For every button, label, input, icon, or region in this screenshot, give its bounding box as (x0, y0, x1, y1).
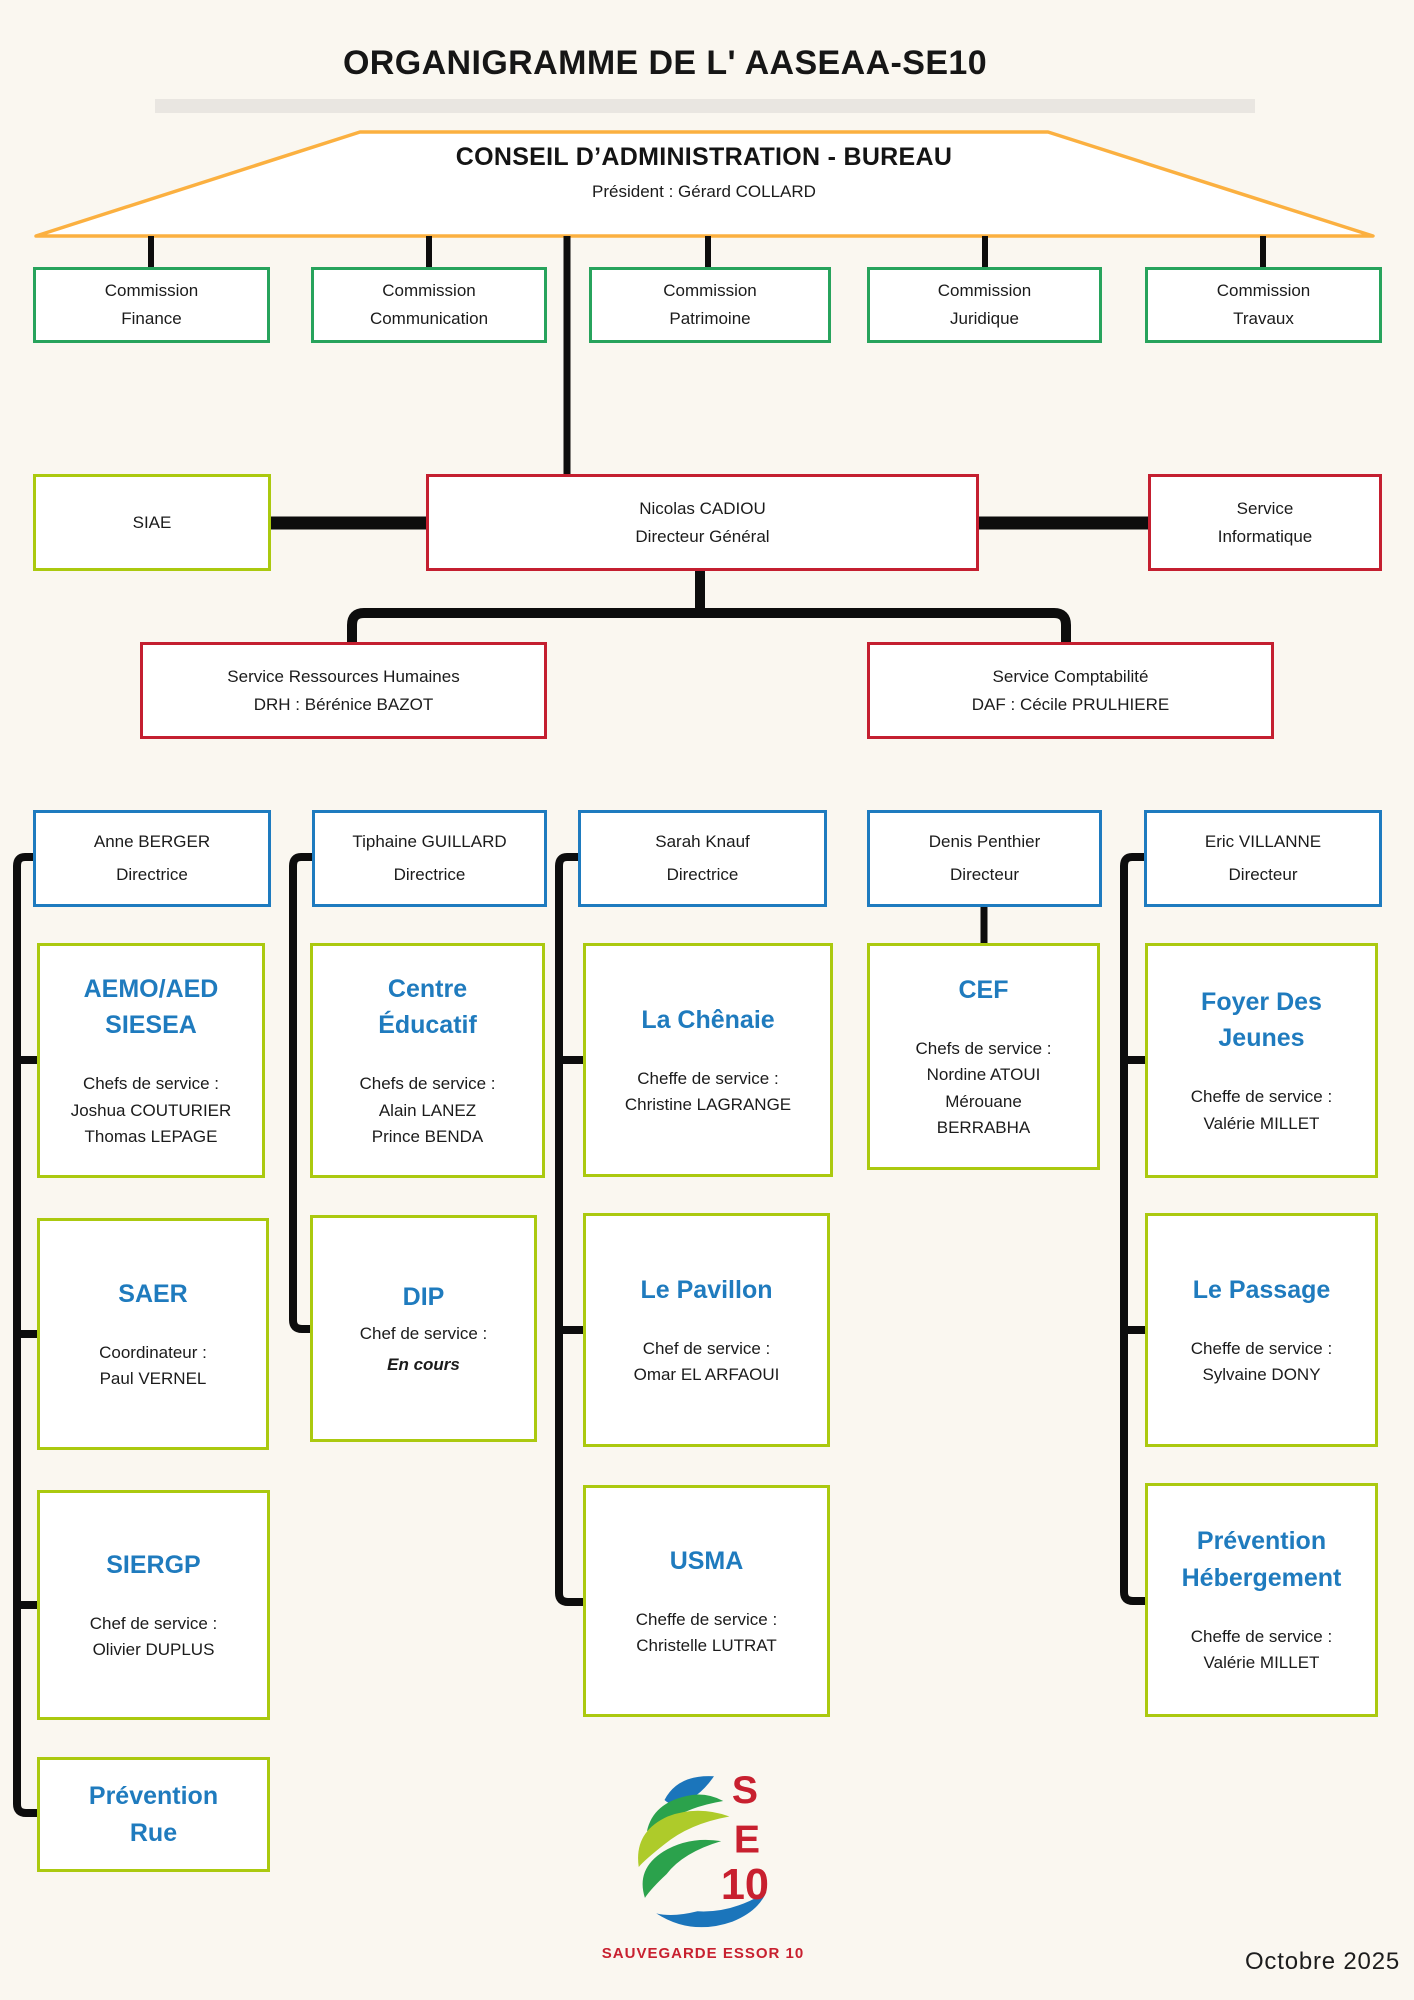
service-body: Chefs de service : Joshua COUTURIER Thom… (70, 1074, 232, 1146)
commission-patrimoine-box: Commission Patrimoine (589, 267, 831, 343)
director-name: Denis Penthier (928, 832, 1041, 852)
director-role: Directrice (116, 864, 188, 884)
director-denis-penthier-box: Denis Penthier Directeur (867, 810, 1102, 907)
service-body: Chef de service : Omar EL ARFAOUI (633, 1338, 780, 1385)
service-centre-educatif-box: Centre Éducatif Chefs de service : Alain… (310, 943, 545, 1178)
service-body: Chefs de service : Alain LANEZ Prince BE… (359, 1074, 496, 1146)
commission-travaux-label: Commission Travaux (1216, 281, 1311, 328)
commission-juridique-label: Commission Juridique (937, 281, 1032, 328)
service-title: DIP (402, 1283, 445, 1312)
service-informatique-label: Service Informatique (1217, 498, 1313, 546)
service-title: La Chênaie (641, 1005, 775, 1034)
service-title: SAER (118, 1279, 188, 1308)
service-body: Chef de service : (359, 1324, 488, 1344)
service-title: Le Passage (1192, 1275, 1331, 1304)
director-name: Tiphaine GUILLARD (352, 832, 507, 852)
director-name: Sarah Knauf (655, 832, 750, 852)
director-role: Directrice (393, 864, 466, 884)
service-title: Prévention Hébergement (1181, 1527, 1342, 1592)
director-anne-berger-box: Anne BERGER Directrice (33, 810, 271, 907)
service-body: Coordinateur : Paul VERNEL (99, 1342, 207, 1389)
siae-box: SIAE (33, 474, 271, 571)
commission-patrimoine-label: Commission Patrimoine (663, 281, 757, 328)
commission-stub-lines (148, 236, 1266, 268)
service-title: Le Pavillon (640, 1275, 773, 1304)
service-title: CEF (958, 975, 1009, 1004)
service-body: Cheffe de service : Christelle LUTRAT (635, 1609, 778, 1656)
siae-label: SIAE (132, 512, 172, 532)
commission-communication-box: Commission Communication (311, 267, 547, 343)
logo-letter-s: S (732, 1769, 758, 1812)
logo-caption: SAUVEGARDE ESSOR 10 (601, 1945, 805, 1962)
title-underline-bar (155, 99, 1255, 113)
service-title: USMA (669, 1546, 744, 1575)
board-president: Président : Gérard COLLARD (592, 182, 816, 201)
service-cef-box: CEF Chefs de service : Nordine ATOUI Mér… (867, 943, 1100, 1170)
page-title: ORGANIGRAMME DE L' AASEAA-SE10 (342, 44, 988, 82)
service-la-chenaie-box: La Chênaie Cheffe de service : Christine… (583, 943, 833, 1177)
director-role: Directeur (1228, 864, 1298, 884)
director-eric-villanne-box: Eric VILLANNE Directeur (1144, 810, 1382, 907)
commission-communication-label: Commission Communication (369, 281, 489, 328)
service-body: Cheffe de service : Christine LAGRANGE (624, 1068, 792, 1115)
director-name: Anne BERGER (93, 832, 211, 852)
column3-elbows (559, 1056, 586, 1334)
board-trapezoid (34, 130, 1375, 238)
service-comptabilite-label: Service Comptabilité DAF : Cécile PRULHI… (971, 666, 1170, 714)
commission-travaux-box: Commission Travaux (1145, 267, 1382, 343)
service-dip-box: DIP Chef de service : En cours (310, 1215, 537, 1442)
commission-finance-box: Commission Finance (33, 267, 270, 343)
column1-elbows (17, 1056, 40, 1609)
column3-trunk (555, 853, 585, 1606)
column5-elbows (1124, 1056, 1148, 1334)
service-title: Foyer Des Jeunes (1201, 987, 1322, 1053)
commission-finance-label: Commission Finance (104, 281, 199, 328)
service-body: Cheffe de service : Valérie MILLET (1190, 1087, 1333, 1133)
se10-logo: S E 10 (638, 1769, 769, 1928)
director-role: Directeur (950, 864, 1019, 884)
service-comptabilite-box: Service Comptabilité DAF : Cécile PRULHI… (867, 642, 1274, 739)
service-prevention-rue-box: Prévention Rue (37, 1757, 270, 1872)
board-title: CONSEIL D’ADMINISTRATION - BUREAU (455, 143, 953, 171)
rh-compta-bracket (347, 608, 1071, 645)
service-aemo-aed-siesea-box: AEMO/AED SIESEA Chefs de service : Joshu… (37, 943, 265, 1178)
service-title: AEMO/AED SIESEA (83, 974, 219, 1039)
logo-letter-e: E (734, 1819, 760, 1862)
service-rh-box: Service Ressources Humaines DRH : Béréni… (140, 642, 547, 739)
director-name: Eric VILLANNE (1204, 832, 1322, 852)
director-role: Directrice (666, 864, 739, 884)
service-body: Chefs de service : Nordine ATOUI Mérouan… (915, 1038, 1052, 1137)
director-sarah-knauf-box: Sarah Knauf Directrice (578, 810, 827, 907)
service-body: Cheffe de service : Sylvaine DONY (1190, 1338, 1333, 1385)
directeur-general-label: Nicolas CADIOU Directeur Général (635, 498, 770, 546)
globe-icon (638, 1776, 767, 1928)
service-usma-box: USMA Cheffe de service : Christelle LUTR… (583, 1485, 830, 1717)
service-prevention-hebergement-box: Prévention Hébergement Cheffe de service… (1145, 1483, 1378, 1717)
service-saer-box: SAER Coordinateur : Paul VERNEL (37, 1218, 269, 1450)
service-informatique-box: Service Informatique (1148, 474, 1382, 571)
column2-trunk (289, 853, 314, 1333)
service-siergp-box: SIERGP Chef de service : Olivier DUPLUS (37, 1490, 270, 1720)
footer-date: Octobre 2025 (1244, 1948, 1400, 1975)
logo-number-10: 10 (721, 1861, 769, 1909)
commission-juridique-box: Commission Juridique (867, 267, 1102, 343)
board-text: CONSEIL D’ADMINISTRATION - BUREAU Présid… (204, 143, 1204, 202)
service-title: SIERGP (106, 1550, 201, 1579)
service-foyer-des-jeunes-box: Foyer Des Jeunes Cheffe de service : Val… (1145, 943, 1378, 1178)
directeur-general-box: Nicolas CADIOU Directeur Général (426, 474, 979, 571)
service-body: Chef de service : Olivier DUPLUS (89, 1613, 218, 1660)
column5-trunk (1120, 853, 1147, 1605)
service-rh-label: Service Ressources Humaines DRH : Béréni… (227, 666, 460, 714)
director-tiphaine-guillard-box: Tiphaine GUILLARD Directrice (312, 810, 547, 907)
service-title: Centre Éducatif (378, 974, 477, 1039)
service-le-pavillon-box: Le Pavillon Chef de service : Omar EL AR… (583, 1213, 830, 1447)
service-title: Prévention Rue (88, 1782, 219, 1847)
service-body-italic: En cours (387, 1354, 460, 1374)
service-le-passage-box: Le Passage Cheffe de service : Sylvaine … (1145, 1213, 1378, 1447)
service-body: Cheffe de service : Valérie MILLET (1190, 1626, 1333, 1673)
